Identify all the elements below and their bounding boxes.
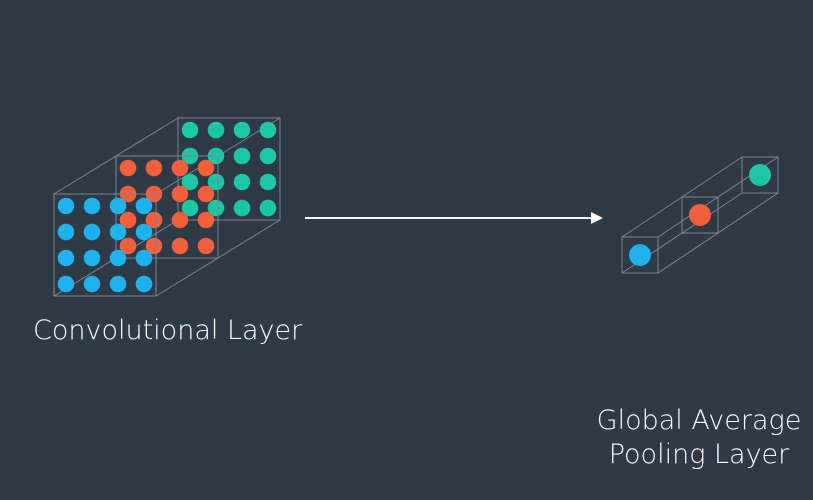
conv-channel-2-cell <box>119 211 137 229</box>
conv-channel-3-cell <box>233 147 251 165</box>
conv-channel-1-cell <box>109 223 127 241</box>
conv-channel-1-cell <box>135 249 153 267</box>
conv-channel-2-cell <box>197 237 215 255</box>
conv-channel-3-cell <box>207 173 225 191</box>
conv-channel-3-cell <box>233 121 251 139</box>
gap-layer-label: Global Average Pooling Layer <box>596 405 802 470</box>
conv-channel-1-cell <box>135 197 153 215</box>
conv-channel-3-cell <box>233 199 251 217</box>
conv-channel-3-cell <box>233 173 251 191</box>
conv-channel-3-cell <box>207 121 225 139</box>
gap-cell-2-dot <box>689 204 711 226</box>
gap-output-stack <box>621 156 779 274</box>
conv-channel-3-cell <box>259 173 277 191</box>
conv-channel-1-cell <box>83 249 101 267</box>
gap-cell-3-dot <box>749 164 771 186</box>
conv-channel-1-cell <box>57 249 75 267</box>
conv-channel-1 <box>53 193 157 297</box>
conv-channel-2-cell <box>119 237 137 255</box>
conv-channel-2-cell <box>145 211 163 229</box>
conv-channel-2-cell <box>197 159 215 177</box>
conv-channel-2-cell <box>197 211 215 229</box>
arrow-head <box>591 212 603 224</box>
conv-channel-2-cell <box>145 237 163 255</box>
gap-cell-3-frame <box>741 156 779 194</box>
conv-channel-3-cell <box>259 199 277 217</box>
conv-channel-3-cell <box>259 147 277 165</box>
conv-channel-2-cell <box>171 211 189 229</box>
conv-channel-3-cell <box>181 199 199 217</box>
conv-channel-1-cell <box>83 223 101 241</box>
conv-channel-3 <box>177 117 281 221</box>
conv-channel-1-cell <box>135 275 153 293</box>
conv-channel-3-cell <box>181 173 199 191</box>
conv-channel-1-cell <box>109 197 127 215</box>
flow-arrow <box>305 212 603 224</box>
conv-channel-1-frame <box>53 193 157 297</box>
conv-channel-1-cell <box>57 275 75 293</box>
conv-channel-1-cell <box>83 275 101 293</box>
conv-channel-1-cell <box>109 275 127 293</box>
conv-channel-2-cell <box>197 185 215 203</box>
conv-channel-1-cell <box>57 223 75 241</box>
conv-channel-2 <box>115 155 219 259</box>
conv-channel-2-cell <box>145 159 163 177</box>
conv-channel-3-cell <box>259 121 277 139</box>
conv-channel-1-cell <box>109 249 127 267</box>
conv-channel-3-cell <box>207 199 225 217</box>
gap-cell-1-dot <box>629 244 651 266</box>
gap-cell-2-frame <box>681 196 719 234</box>
conv-channel-1-cell <box>83 197 101 215</box>
conv-channel-1-cell <box>135 223 153 241</box>
conv-channel-2-cell <box>119 159 137 177</box>
conv-channel-1-cell <box>57 197 75 215</box>
conv-channel-2-cell <box>171 237 189 255</box>
conv-channel-2-cell <box>171 185 189 203</box>
conv-channel-3-cell <box>181 121 199 139</box>
conv-channel-2-cell <box>171 159 189 177</box>
conv-layer-label: Convolutional Layer <box>33 315 303 346</box>
gap-cell-1-frame <box>621 236 659 274</box>
conv-feature-map-stack <box>53 117 281 297</box>
